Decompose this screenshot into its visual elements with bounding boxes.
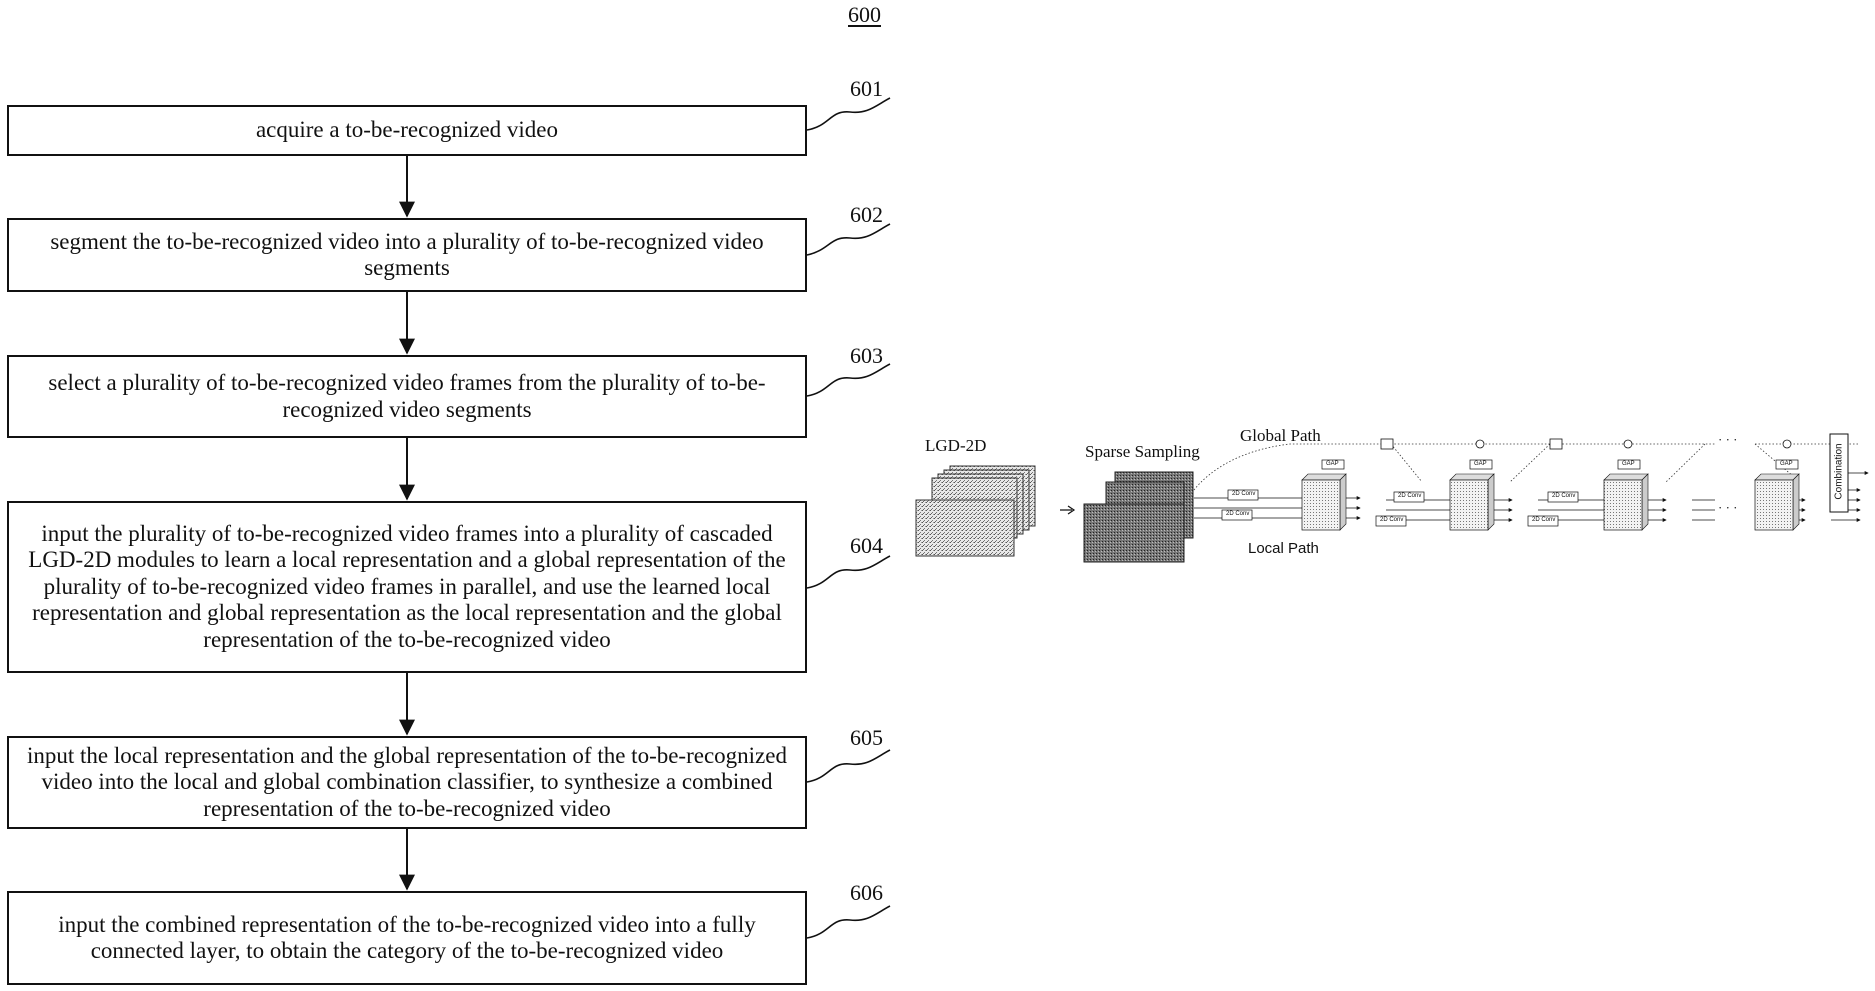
local-path-label: Local Path bbox=[1248, 540, 1319, 557]
combination-label: Combination bbox=[1833, 443, 1845, 500]
sampled-frame bbox=[1083, 503, 1185, 563]
feature-cube bbox=[1301, 473, 1347, 531]
ellipsis-global: · · · bbox=[1718, 432, 1738, 447]
conv-box bbox=[1547, 491, 1579, 503]
step-box-601: acquire a to-be-recognized video bbox=[7, 105, 807, 156]
step-ref-601: 601 bbox=[850, 76, 883, 101]
feature-cube bbox=[1603, 473, 1649, 531]
conv-box bbox=[1375, 515, 1407, 527]
step-ref-604: 604 bbox=[850, 533, 883, 558]
sampled-frame-stack bbox=[1083, 471, 1194, 563]
conv-box bbox=[1393, 491, 1425, 503]
conv-box bbox=[1527, 515, 1559, 527]
conv-label: 2D Conv bbox=[1380, 517, 1404, 523]
sum-node bbox=[1782, 439, 1792, 449]
global-node bbox=[1380, 438, 1394, 450]
conv-label: 2D Conv bbox=[1232, 491, 1256, 497]
feature-cube bbox=[1449, 473, 1495, 531]
lgd-2d-architecture-diagram: LGD-2D Sparse Sampling Global Path Local… bbox=[910, 426, 1870, 570]
gap-label: GAP bbox=[1780, 461, 1793, 467]
step-ref-606: 606 bbox=[850, 880, 883, 905]
leader-lines bbox=[806, 97, 891, 939]
gap-label: GAP bbox=[1622, 461, 1635, 467]
architecture-graphic bbox=[915, 433, 1869, 563]
conv-label: 2D Conv bbox=[1226, 511, 1250, 517]
step-text-603: select a plurality of to-be-recognized v… bbox=[48, 370, 766, 422]
step-text-606: input the combined representation of the… bbox=[58, 911, 756, 963]
leader-601 bbox=[806, 97, 891, 131]
leader-606 bbox=[806, 905, 891, 939]
gap-box bbox=[1469, 459, 1493, 470]
sum-node bbox=[1623, 439, 1633, 449]
sampling-arrow-icon bbox=[1060, 505, 1076, 515]
feature-cube bbox=[1754, 473, 1800, 531]
input-frame bbox=[915, 499, 1015, 557]
step-text-601: acquire a to-be-recognized video bbox=[255, 117, 559, 143]
leader-603 bbox=[806, 363, 891, 397]
gap-box bbox=[1321, 459, 1345, 470]
figure-number: 600 bbox=[848, 2, 881, 27]
conv-label: 2D Conv bbox=[1552, 493, 1576, 499]
gap-box bbox=[1617, 459, 1641, 470]
step-text-602: segment the to-be-recognized video into … bbox=[50, 228, 764, 280]
lgd-2d-label: LGD-2D bbox=[925, 436, 987, 455]
leader-602 bbox=[806, 223, 891, 256]
step-box-605: input the local representation and the g… bbox=[7, 736, 807, 829]
global-path-label: Global Path bbox=[1240, 426, 1321, 445]
step-ref-603: 603 bbox=[850, 343, 883, 368]
sum-node bbox=[1475, 439, 1485, 449]
ellipsis-local: · · · bbox=[1718, 500, 1738, 515]
step-box-604: input the plurality of to-be-recognized … bbox=[7, 501, 807, 673]
global-node bbox=[1549, 438, 1563, 450]
gap-box bbox=[1775, 459, 1799, 470]
sparse-sampling-label: Sparse Sampling bbox=[1085, 442, 1200, 461]
step-box-602: segment the to-be-recognized video into … bbox=[7, 218, 807, 292]
step-text-605: input the local representation and the g… bbox=[27, 742, 787, 821]
step-ref-605: 605 bbox=[850, 725, 883, 750]
conv-box bbox=[1227, 489, 1259, 501]
leader-604 bbox=[806, 555, 891, 589]
gap-label: GAP bbox=[1474, 461, 1487, 467]
step-box-603: select a plurality of to-be-recognized v… bbox=[7, 355, 807, 438]
conv-label: 2D Conv bbox=[1398, 493, 1422, 499]
conv-box bbox=[1221, 509, 1253, 521]
conv-label: 2D Conv bbox=[1532, 517, 1556, 523]
input-frame-stack bbox=[915, 465, 1036, 557]
gap-label: GAP bbox=[1326, 461, 1339, 467]
step-box-606: input the combined representation of the… bbox=[7, 891, 807, 985]
step-ref-602: 602 bbox=[850, 202, 883, 227]
step-text-604: input the plurality of to-be-recognized … bbox=[28, 520, 786, 652]
leader-605 bbox=[806, 749, 891, 783]
